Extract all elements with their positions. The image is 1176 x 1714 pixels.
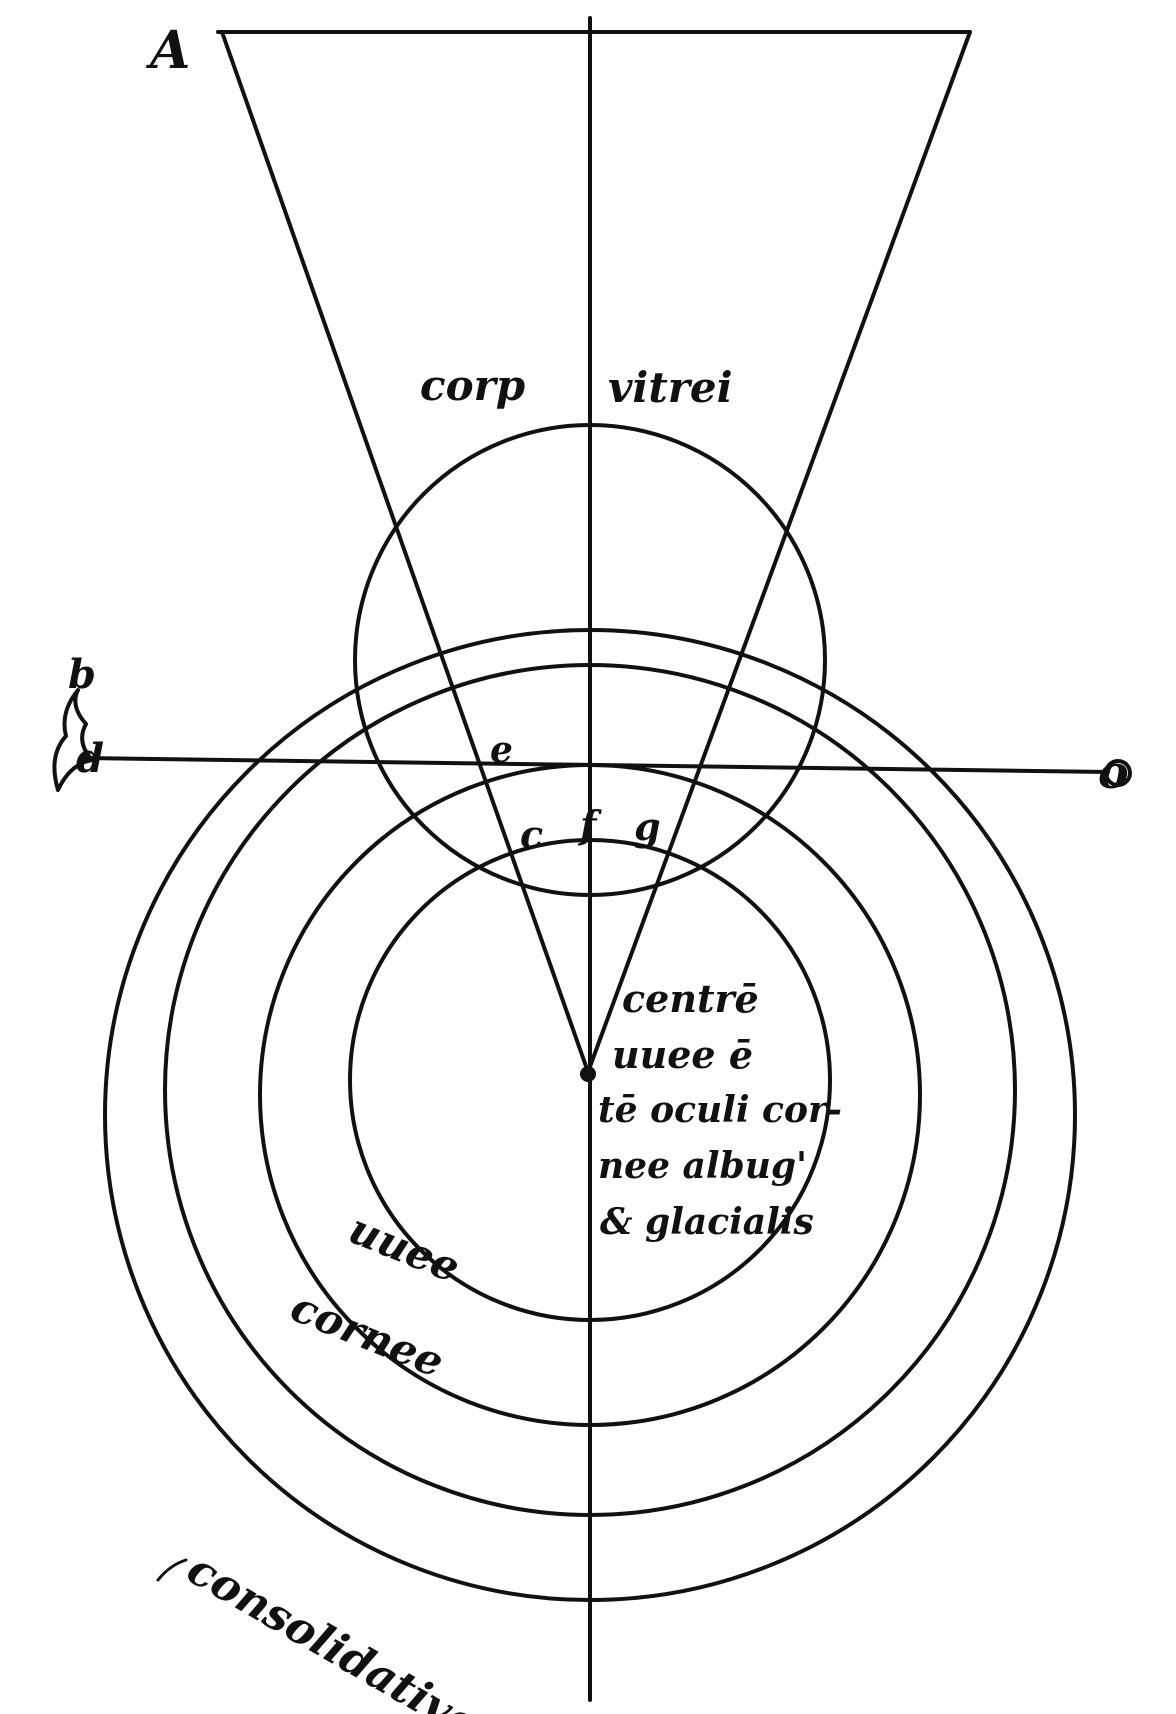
point-label-g: g bbox=[634, 804, 661, 849]
leader-line bbox=[156, 1558, 188, 1582]
label-cornee: cornee bbox=[284, 1282, 450, 1387]
outermost-circle bbox=[103, 628, 1077, 1602]
point-label-c: c bbox=[520, 812, 543, 857]
outer-circle bbox=[163, 663, 1017, 1517]
point-o-circle bbox=[1104, 759, 1132, 787]
point-label-a: A bbox=[145, 20, 190, 81]
point-label-d: d bbox=[76, 735, 104, 782]
cone-right-edge bbox=[586, 30, 972, 1074]
middle-circle bbox=[258, 763, 922, 1427]
label-centrum-line-2: uuee ē bbox=[612, 1032, 753, 1077]
label-centrum-line-3: tē oculi cor- bbox=[598, 1089, 842, 1131]
point-label-o: o bbox=[1098, 745, 1129, 799]
eye-mark-left bbox=[52, 688, 94, 792]
point-label-b: b bbox=[68, 651, 96, 698]
label-consolidative: consolidative bbox=[179, 1543, 486, 1714]
inner-circle bbox=[348, 838, 832, 1322]
lens-circle bbox=[353, 423, 827, 897]
label-corpus: corp bbox=[420, 361, 525, 410]
label-uuee: uuee bbox=[342, 1204, 467, 1292]
point-label-e: e bbox=[490, 729, 513, 771]
center-dot bbox=[580, 1066, 596, 1082]
label-centrum-line-1: centrē bbox=[622, 976, 759, 1021]
label-vitrei: vitrei bbox=[608, 363, 733, 412]
label-centrum-line-5: & glacialis bbox=[600, 1201, 814, 1243]
label-centrum-line-4: nee albug' bbox=[598, 1145, 807, 1187]
cone-left-edge bbox=[220, 30, 590, 1074]
